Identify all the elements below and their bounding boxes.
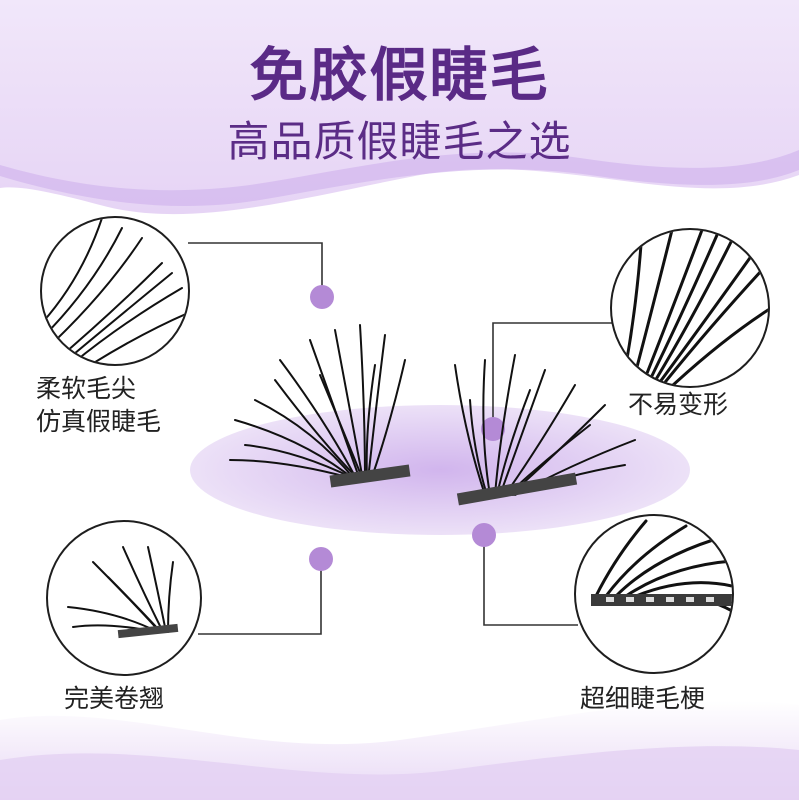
marker-dot-curl: [309, 547, 333, 571]
closeup-thin-band: [574, 514, 734, 674]
eyelash-closeup-icon: [42, 218, 188, 364]
lash-cluster-right: [454, 354, 636, 506]
marker-dot-thin-band: [472, 523, 496, 547]
closeup-soft-tip: [40, 216, 190, 366]
feature-label-soft-tip: 柔软毛尖 仿真假睫毛: [36, 372, 161, 438]
lash-cluster-left: [229, 324, 411, 488]
feature-label-thin-band: 超细睫毛梗: [580, 684, 706, 713]
feature-label-no-deform: 不易变形: [628, 390, 729, 419]
feature-label-line: 柔软毛尖: [36, 374, 137, 403]
eyelash-closeup-icon: [591, 519, 732, 613]
page-title: 免胶假睫毛: [249, 41, 550, 109]
marker-dot-soft-tip: [310, 285, 334, 309]
marker-dot-no-deform: [481, 417, 505, 441]
eyelash-closeup-icon: [67, 546, 179, 639]
feature-label-line: 仿真假睫毛: [36, 407, 162, 436]
page-subtitle: 高品质假睫毛之选: [227, 117, 572, 166]
closeup-no-deform: [610, 228, 770, 388]
eyelash-closeup-icon: [620, 230, 768, 386]
closeup-perfect-curl: [46, 520, 202, 676]
feature-label-perfect-curl: 完美卷翘: [64, 684, 165, 713]
